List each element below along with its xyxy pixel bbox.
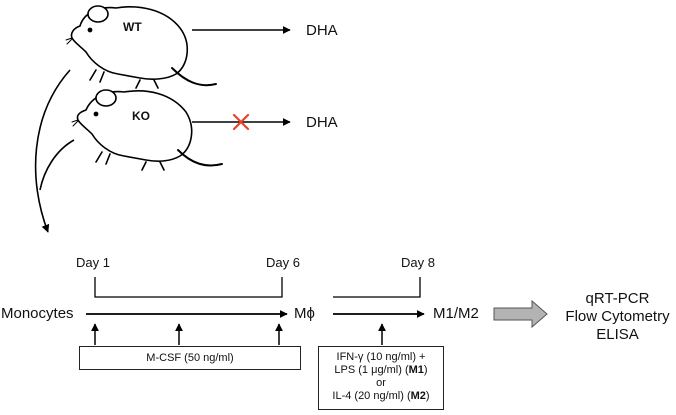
analysis-list: qRT-PCR Flow Cytometry ELISA	[565, 290, 670, 344]
mcsf-box: M-CSF (50 ng/ml)	[79, 346, 301, 370]
m1-tag: M1	[408, 364, 424, 376]
day1-day6-bracket	[94, 277, 283, 298]
ko-dha-label: DHA	[306, 114, 338, 131]
analysis-item-flow: Flow Cytometry	[565, 308, 670, 325]
lps-line: LPS (1 μg/ml) (M1)	[319, 364, 443, 377]
il4-close: )	[425, 390, 430, 402]
lps-close: )	[423, 364, 428, 376]
ko-merge-curve	[39, 139, 75, 191]
analysis-item-qrtpcr: qRT-PCR	[585, 290, 650, 307]
mice-to-monocytes-arrow	[34, 69, 71, 233]
or-line: or	[376, 377, 386, 389]
il4-text: IL-4 (20 ng/ml) (	[332, 390, 411, 402]
mcsf-label: M-CSF (50 ng/ml)	[146, 352, 234, 364]
wt-label: WT	[123, 20, 142, 34]
lps-text: LPS (1 μg/ml) (	[334, 364, 409, 376]
ko-label: KO	[132, 109, 150, 123]
m1m2-label: M1/M2	[433, 305, 479, 322]
analysis-item-elisa: ELISA	[596, 326, 639, 343]
blocked-x-mark	[232, 113, 250, 131]
m2-tag: M2	[410, 390, 426, 402]
monocytes-label: Monocytes	[1, 305, 74, 322]
macrophage-label: Mϕ	[294, 305, 315, 322]
day6-day8-bracket	[333, 277, 421, 298]
day1-label: Day 1	[76, 255, 110, 270]
ifn-gamma-line: IFN-γ (10 ng/ml) +	[336, 351, 426, 363]
day8-label: Day 8	[401, 255, 435, 270]
ko-mouse-icon	[71, 89, 223, 171]
wt-dha-label: DHA	[306, 22, 338, 39]
il4-line: IL-4 (20 ng/ml) (M2)	[319, 390, 443, 403]
analysis-arrow	[493, 299, 548, 329]
wt-mouse-icon	[65, 5, 217, 89]
day6-label: Day 6	[266, 255, 300, 270]
polarization-box: IFN-γ (10 ng/ml) + LPS (1 μg/ml) (M1) or…	[318, 346, 444, 410]
